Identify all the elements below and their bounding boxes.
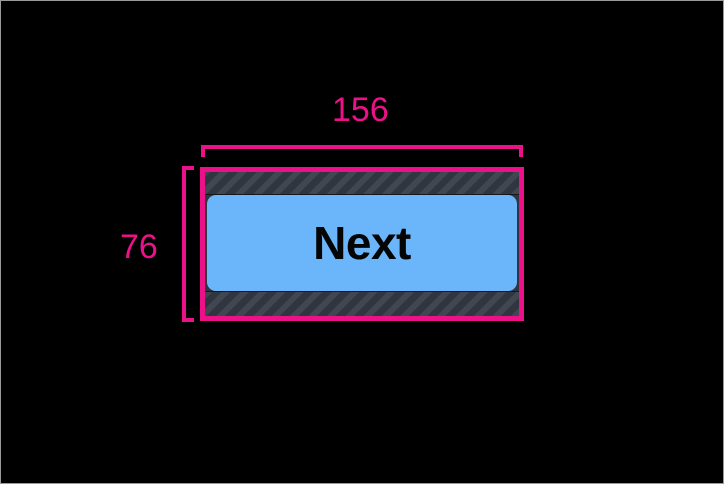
vertical-dimension-bracket-icon xyxy=(182,166,194,322)
height-dimension-label: 76 xyxy=(120,228,158,266)
next-button[interactable]: Next xyxy=(207,195,517,291)
element-box-model: Next xyxy=(205,172,519,316)
padding-hatch-icon-bottom xyxy=(205,291,519,316)
width-dimension-label: 156 xyxy=(332,91,389,129)
padding-hatch-icon-top xyxy=(205,172,519,195)
horizontal-dimension-bracket-icon xyxy=(201,145,523,157)
measured-element-group[interactable]: Next xyxy=(200,167,524,321)
